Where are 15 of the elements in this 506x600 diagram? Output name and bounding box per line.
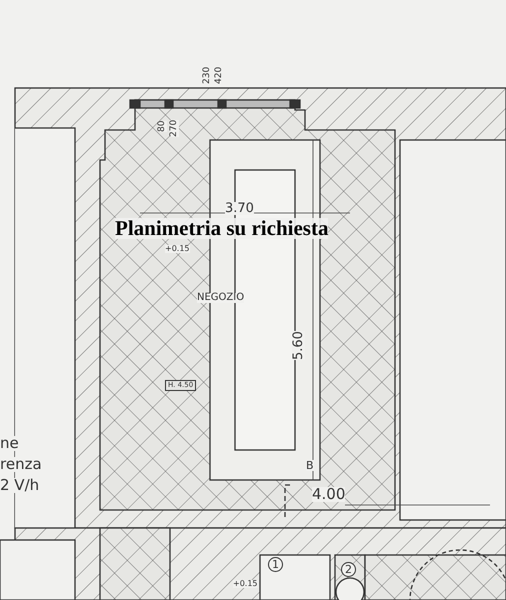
dimension-label: 80 bbox=[158, 120, 167, 132]
dimension-label: 5.60 bbox=[292, 331, 305, 360]
dimension-label: 3.70 bbox=[225, 202, 254, 215]
elevation-label: +0.15 bbox=[165, 245, 190, 253]
elevation-label: +0.15 bbox=[233, 580, 258, 588]
section-mark: B bbox=[306, 460, 314, 471]
plan-title: Planimetria su richiesta bbox=[115, 218, 328, 239]
note-text: 2 V/h bbox=[0, 478, 40, 493]
dimension-label: 270 bbox=[170, 120, 179, 137]
dimension-label: 4.00 bbox=[312, 487, 346, 502]
dimension-label: 420 bbox=[215, 66, 224, 84]
note-text: ne bbox=[0, 436, 19, 451]
note-text: renza bbox=[0, 457, 42, 472]
room-label: NEGOZIO bbox=[197, 293, 244, 303]
dimension-label: 230 bbox=[203, 66, 212, 84]
